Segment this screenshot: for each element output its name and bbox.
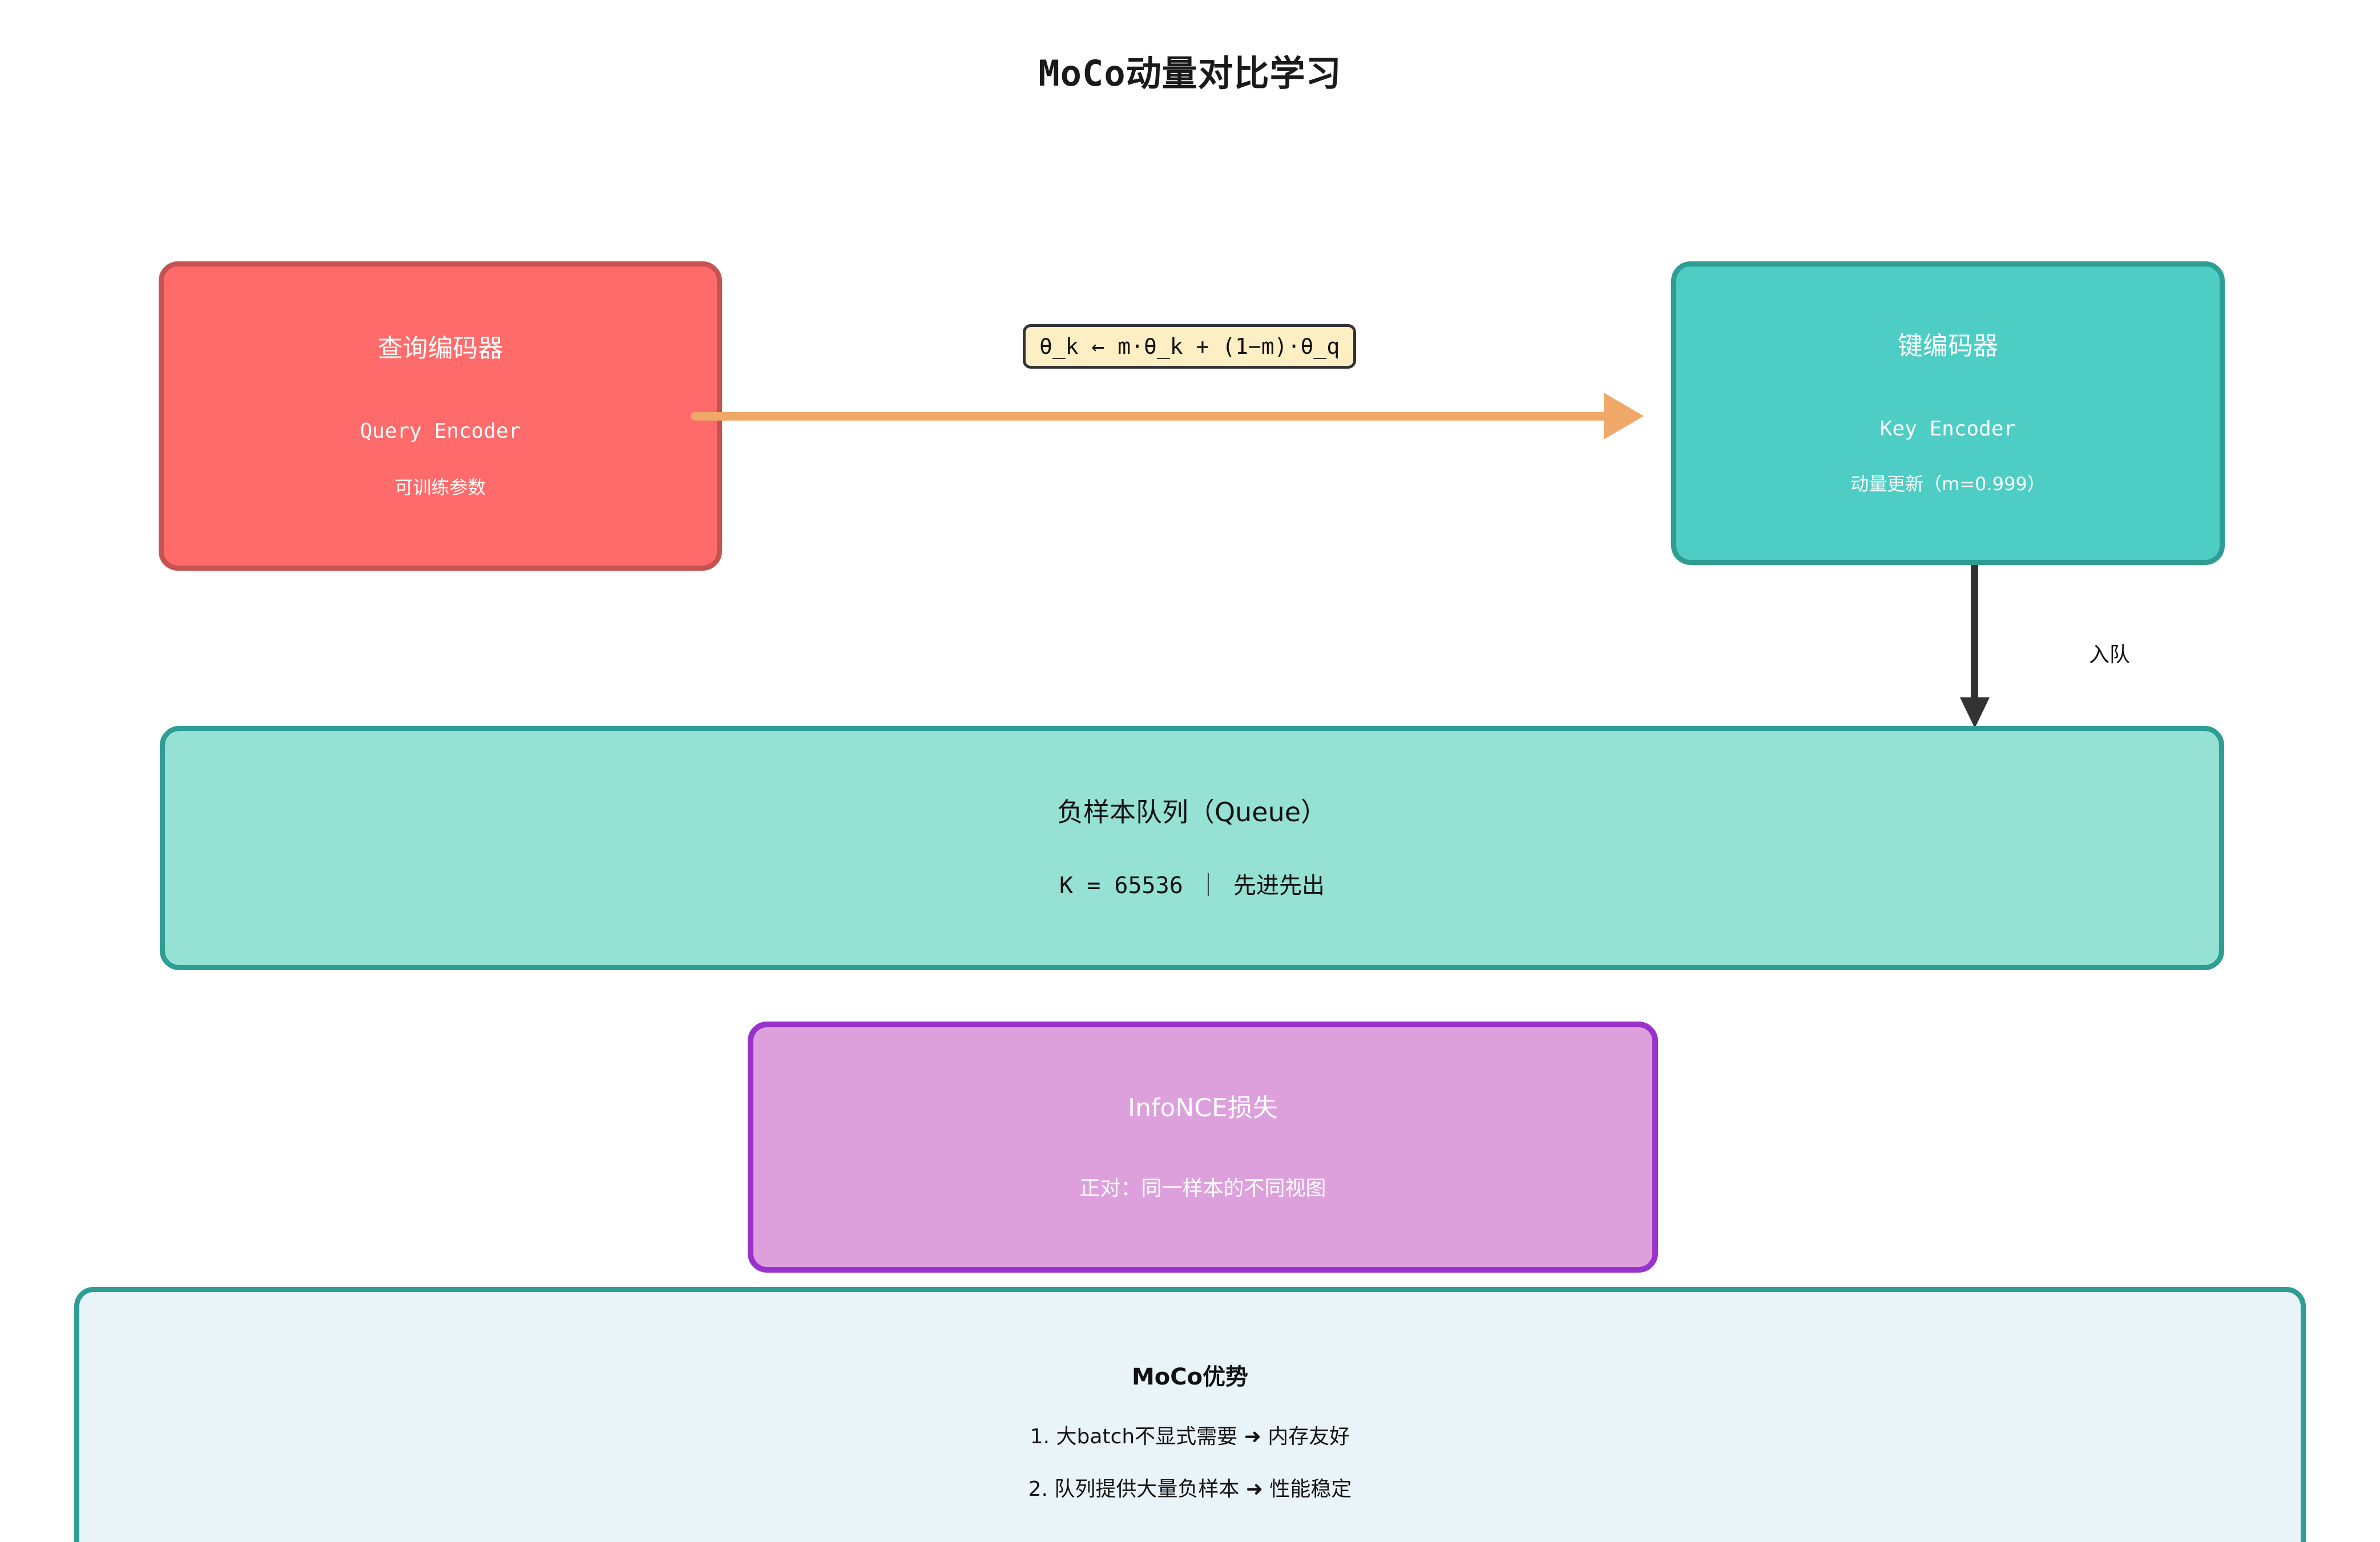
momentum-arrow-shaft xyxy=(691,412,1638,421)
enqueue-arrow-head-icon xyxy=(1960,697,1990,728)
query-encoder-subtitle: Query Encoder xyxy=(360,419,521,443)
query-encoder-title: 查询编码器 xyxy=(377,333,503,363)
momentum-update-arrow xyxy=(691,393,1678,439)
infonce-loss-title: InfoNCE损失 xyxy=(1128,1093,1278,1123)
momentum-arrow-head-icon xyxy=(1604,393,1644,439)
advantages-content: MoCo优势 1. 大batch不显式需要 ➜ 内存友好 2. 队列提供大量负样… xyxy=(0,1358,2380,1525)
key-encoder-subtitle: Key Encoder xyxy=(1879,417,2016,441)
enqueue-label: 入队 xyxy=(2089,643,2131,667)
advantages-title: MoCo优势 xyxy=(1131,1364,1249,1390)
enqueue-arrow xyxy=(1960,565,1990,730)
advantages-item-2: 2. 队列提供大量负样本 ➜ 性能稳定 xyxy=(1028,1478,1352,1501)
node-infonce-loss[interactable]: InfoNCE损失 正对：同一样本的不同视图 xyxy=(748,1022,1658,1273)
page-title: MoCo动量对比学习 xyxy=(1038,53,1342,94)
advantages-item-1: 1. 大batch不显式需要 ➜ 内存友好 xyxy=(1030,1425,1350,1448)
queue-subtitle: K = 65536 ｜ 先进先出 xyxy=(1059,872,1325,899)
advantages-panel xyxy=(74,1287,2306,1542)
queue-title: 负样本队列（Queue） xyxy=(1056,797,1328,828)
key-encoder-title: 键编码器 xyxy=(1898,331,1998,361)
node-key-encoder[interactable]: 键编码器 Key Encoder 动量更新（m=0.999） xyxy=(1671,261,2225,565)
key-encoder-note: 动量更新（m=0.999） xyxy=(1850,473,2046,495)
query-encoder-note: 可训练参数 xyxy=(394,476,486,498)
enqueue-arrow-shaft xyxy=(1971,565,1978,705)
momentum-formula-badge: θ_k ← m·θ_k + (1−m)·θ_q xyxy=(1023,324,1357,369)
node-query-encoder[interactable]: 查询编码器 Query Encoder 可训练参数 xyxy=(159,261,722,571)
node-negative-sample-queue[interactable]: 负样本队列（Queue） K = 65536 ｜ 先进先出 xyxy=(160,726,2224,970)
infonce-loss-subtitle: 正对：同一样本的不同视图 xyxy=(1079,1176,1326,1200)
